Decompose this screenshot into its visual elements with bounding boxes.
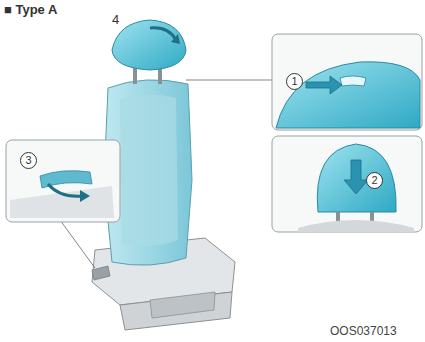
type-heading: ■ Type A xyxy=(4,2,57,17)
callout-number: 2 xyxy=(366,172,383,189)
figure-code: OOS037013 xyxy=(330,324,397,338)
callout-number: 3 xyxy=(20,152,37,169)
callout-number: 4 xyxy=(112,12,119,27)
callout-number: 1 xyxy=(286,73,303,90)
